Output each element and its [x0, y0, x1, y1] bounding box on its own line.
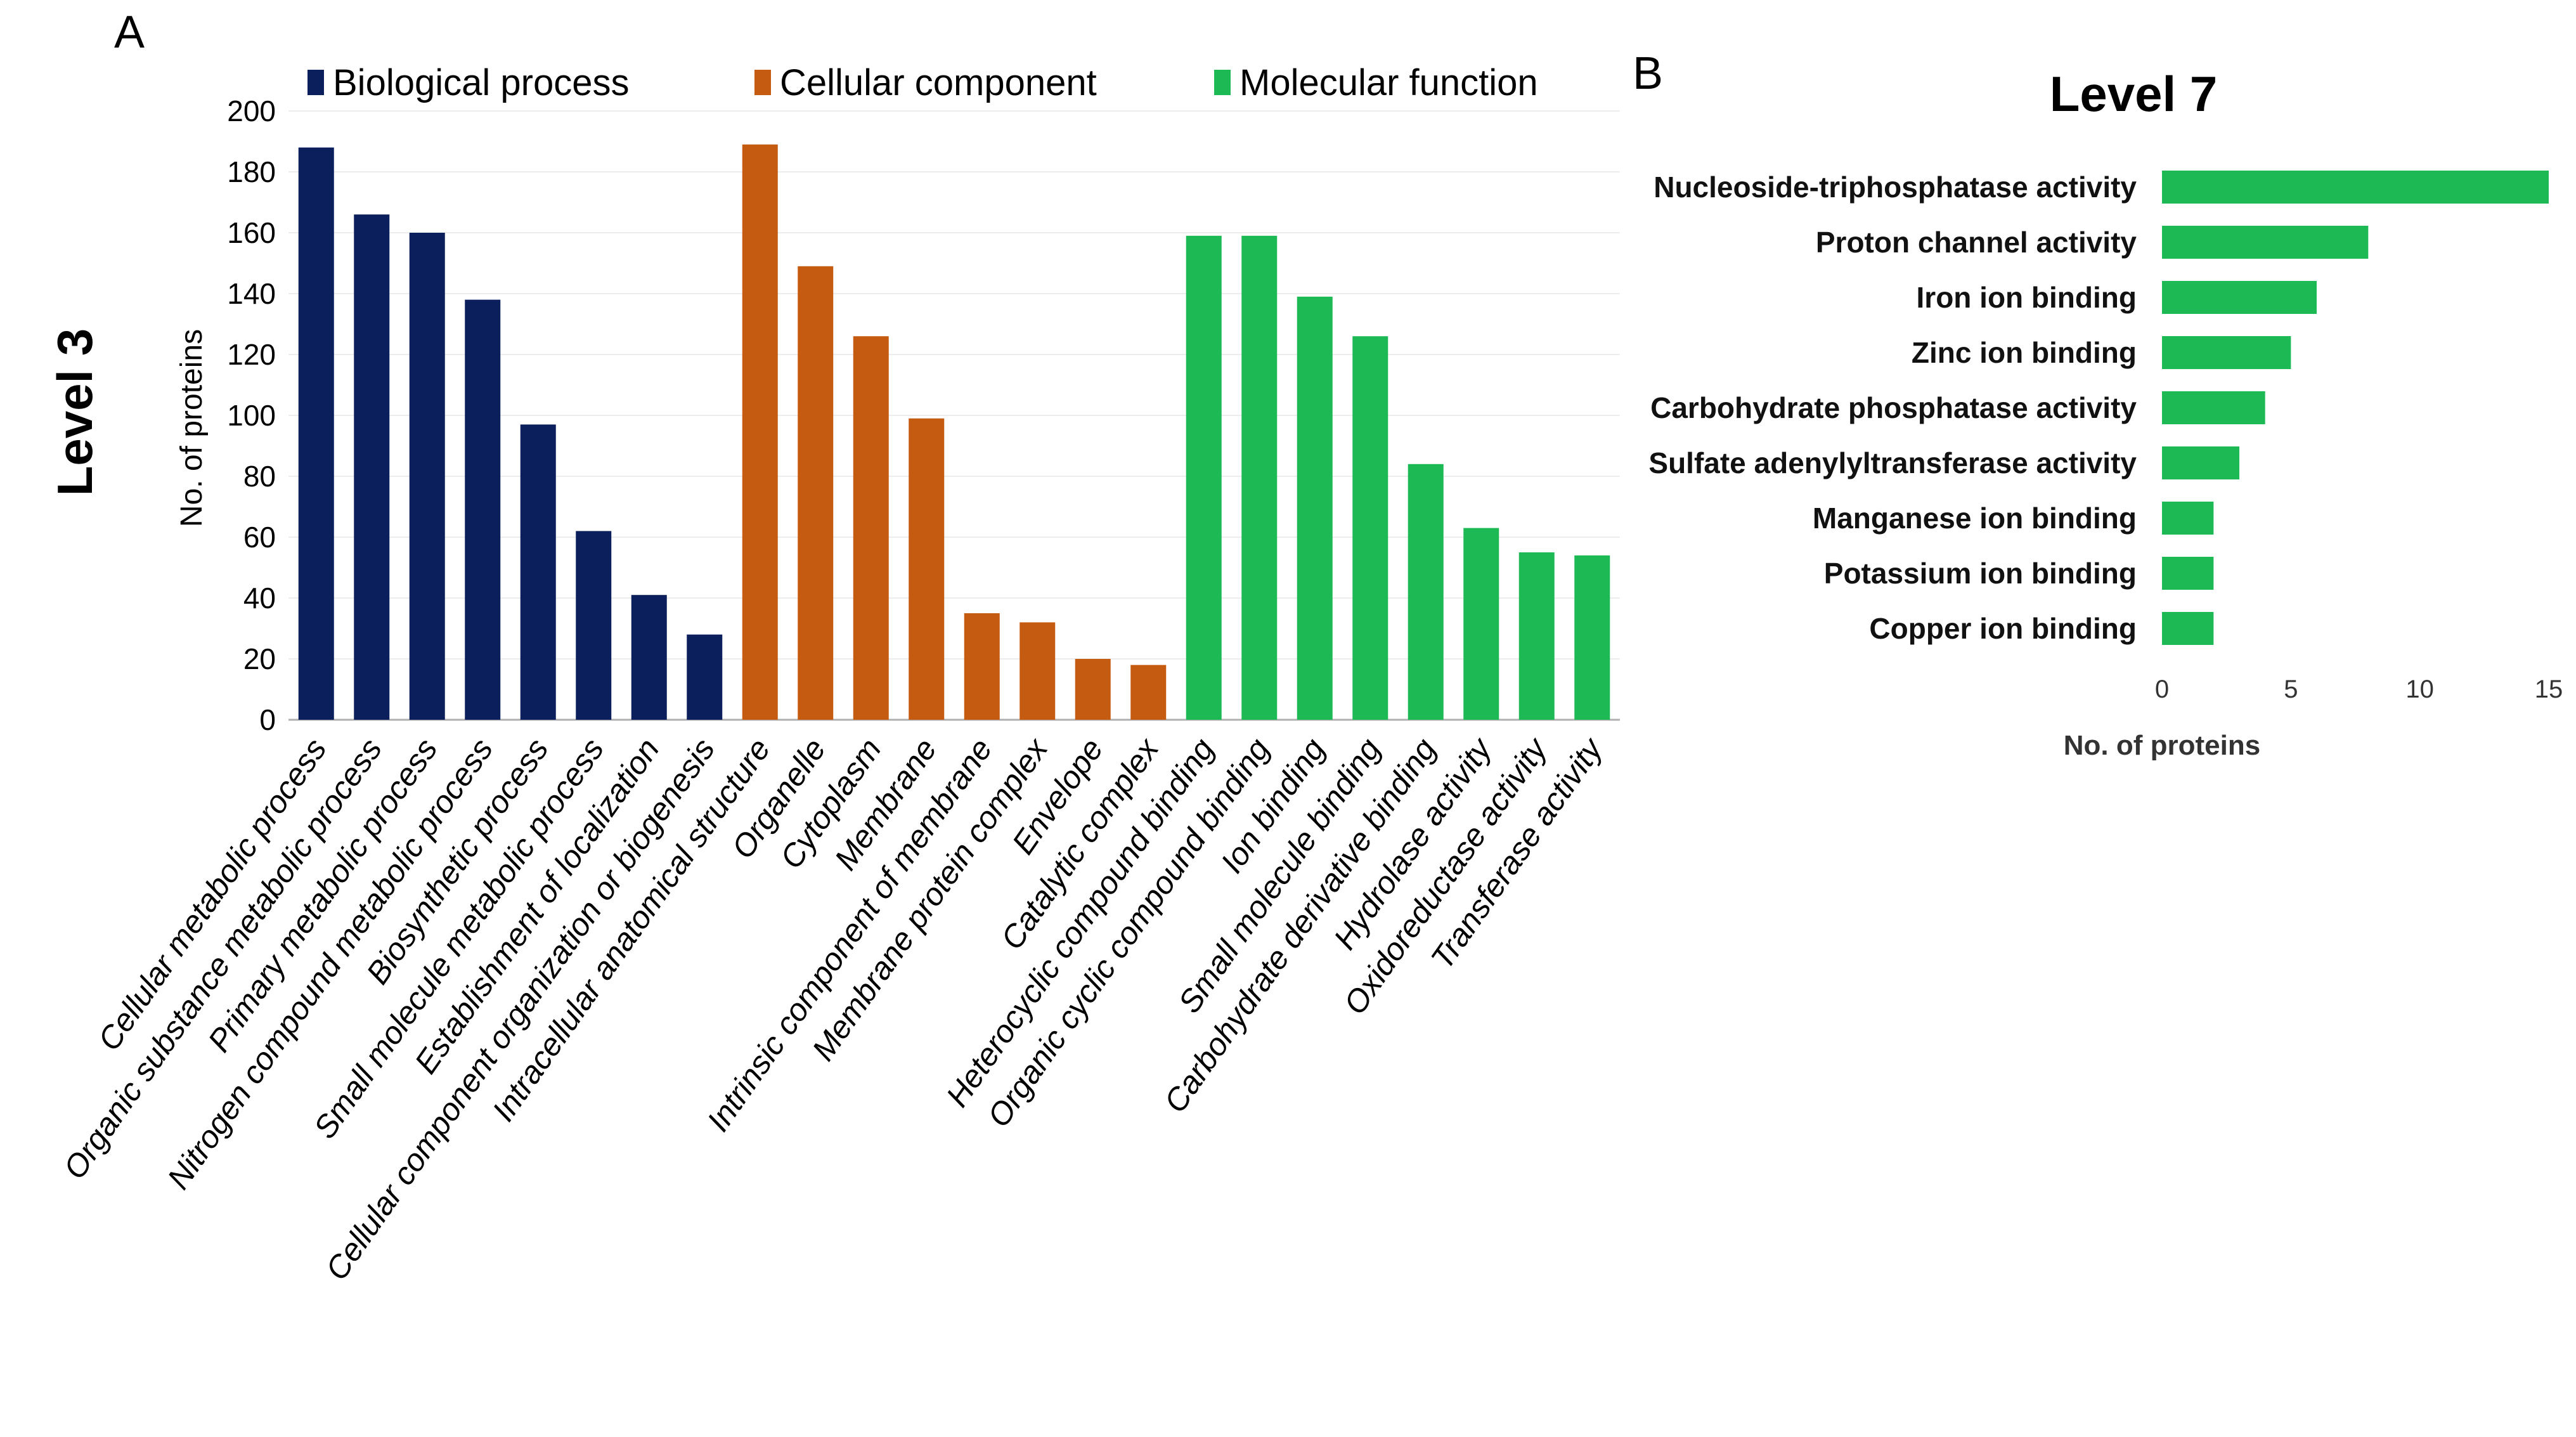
category-label: Manganese ion binding: [1813, 502, 2137, 535]
bar: [354, 214, 390, 720]
legend-swatch: [1214, 70, 1231, 95]
y-axis-label: No. of proteins: [175, 329, 209, 527]
y-tick-label: 180: [227, 155, 276, 188]
legend: Biological process Cellular component Mole…: [307, 62, 1538, 103]
bars: [2162, 171, 2549, 645]
bar: [1019, 622, 1056, 720]
panel-a-letter: A: [114, 7, 145, 58]
legend-label: Molecular function: [1239, 62, 1538, 103]
bar: [1408, 464, 1444, 720]
legend-label: Biological process: [333, 62, 629, 103]
bar: [1130, 665, 1167, 720]
x-tick-label: 10: [2405, 675, 2434, 703]
bar: [909, 418, 945, 720]
y-tick-label: 140: [227, 277, 276, 310]
y-gridlines: [288, 110, 1620, 721]
bar: [1075, 659, 1111, 720]
panel-b-bar-chart: Level 7 Nucleoside-triphosphatase activi…: [1648, 66, 2563, 761]
bar: [2162, 391, 2265, 424]
bar: [742, 144, 778, 720]
bar: [2162, 446, 2239, 479]
bar: [798, 266, 834, 720]
x-tick-labels: 0 5 10 15: [2155, 675, 2563, 703]
bar: [964, 613, 1000, 720]
bar: [2162, 502, 2214, 535]
x-tick-label: 15: [2535, 675, 2563, 703]
bar: [853, 336, 889, 720]
bar: [1574, 555, 1610, 720]
panel-b-letter: B: [1633, 48, 1663, 99]
bar: [1241, 235, 1278, 720]
category-label: Potassium ion binding: [1824, 557, 2137, 590]
category-label: Nucleoside-triphosphatase activity: [1654, 171, 2137, 204]
legend-swatch: [307, 70, 324, 95]
y-tick-label: 160: [227, 216, 276, 249]
y-tick-label: 200: [227, 94, 276, 127]
legend-label: Cellular component: [780, 62, 1097, 103]
y-tick-label: 80: [243, 460, 276, 493]
category-label: Copper ion binding: [1869, 612, 2137, 645]
bar: [520, 424, 556, 720]
bar: [2162, 171, 2549, 204]
bar: [2162, 281, 2317, 314]
bar: [687, 634, 723, 720]
bar: [409, 233, 445, 720]
panel-a-bar-chart: 0 20 40 60 80 100 120 140 160 180 200 Cellular met…: [47, 62, 1620, 1287]
bar: [1352, 336, 1388, 720]
y-tick-label: 60: [243, 521, 276, 554]
y-tick-label: 40: [243, 582, 276, 614]
bar: [1186, 235, 1222, 720]
bar: [1463, 528, 1499, 720]
category-label: Sulfate adenylyltransferase activity: [1648, 446, 2137, 479]
y-tick-label: 120: [227, 338, 276, 371]
y-tick-label: 0: [259, 703, 276, 736]
bar: [2162, 336, 2291, 369]
bar: [631, 595, 667, 720]
bar: [576, 531, 612, 720]
bars: [298, 144, 1610, 720]
bar: [2162, 557, 2214, 590]
bar: [1297, 296, 1333, 720]
y-tick-label: 100: [227, 399, 276, 432]
bar: [465, 299, 501, 720]
bar: [2162, 226, 2369, 259]
bar: [1518, 552, 1555, 720]
x-axis-label: No. of proteins: [2064, 730, 2260, 761]
chart-title: Level 7: [2050, 66, 2218, 122]
legend-swatch: [754, 70, 771, 95]
bar: [2162, 612, 2214, 645]
level-3-label: Level 3: [47, 328, 103, 497]
y-tick-labels: 0 20 40 60 80 100 120 140 160 180 200: [227, 94, 276, 736]
category-labels: Nucleoside-triphosphatase activityProton…: [1648, 171, 2137, 645]
x-tick-label: 0: [2155, 675, 2169, 703]
bar: [298, 147, 334, 720]
category-label: Zinc ion binding: [1912, 336, 2137, 369]
category-label: Carbohydrate phosphatase activity: [1650, 391, 2137, 424]
x-tick-label: 5: [2284, 675, 2298, 703]
y-tick-label: 20: [243, 642, 276, 675]
category-label: Iron ion binding: [1917, 281, 2137, 314]
category-label: Proton channel activity: [1816, 226, 2137, 259]
